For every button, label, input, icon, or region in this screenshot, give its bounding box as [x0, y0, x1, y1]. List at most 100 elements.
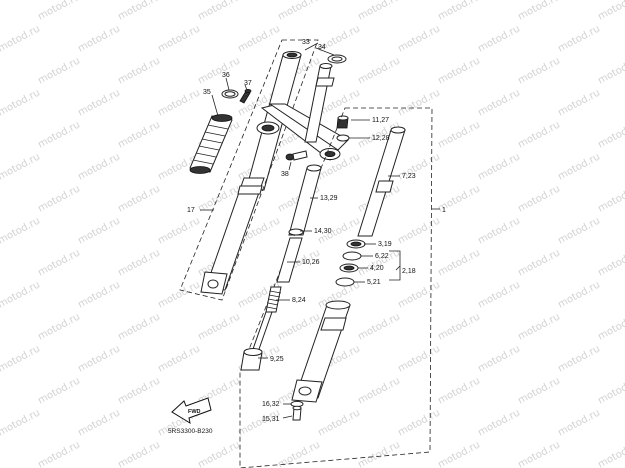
bolt-11-27 [336, 115, 349, 129]
svg-text:motod.ru: motod.ru [596, 55, 625, 86]
svg-text:motod.ru: motod.ru [396, 87, 442, 118]
svg-text:motod.ru: motod.ru [436, 55, 482, 86]
svg-text:motod.ru: motod.ru [0, 55, 2, 86]
svg-text:motod.ru: motod.ru [76, 279, 122, 310]
label-9-25: 9,25 [270, 356, 284, 363]
svg-text:motod.ru: motod.ru [36, 55, 82, 86]
svg-text:motod.ru: motod.ru [156, 87, 202, 118]
spring-8-24 [265, 286, 282, 313]
svg-text:motod.ru: motod.ru [476, 343, 522, 374]
label-35: 35 [203, 89, 211, 96]
svg-text:motod.ru: motod.ru [476, 407, 522, 438]
svg-text:motod.ru: motod.ru [0, 311, 2, 342]
right-leg-outline [239, 107, 433, 468]
leader-lines [200, 42, 440, 419]
right-outer-tube [291, 300, 351, 403]
svg-text:motod.ru: motod.ru [0, 439, 2, 468]
svg-text:motod.ru: motod.ru [236, 407, 282, 438]
svg-text:motod.ru: motod.ru [156, 343, 202, 374]
svg-text:motod.ru: motod.ru [516, 0, 562, 23]
svg-text:motod.ru: motod.ru [596, 375, 625, 406]
svg-text:motod.ru: motod.ru [436, 311, 482, 342]
label-4-20: 4,20 [370, 265, 384, 272]
svg-text:motod.ru: motod.ru [556, 23, 602, 54]
label-11-27: 11,27 [372, 117, 389, 124]
svg-text:motod.ru: motod.ru [436, 247, 482, 278]
band-7-23 [375, 180, 394, 193]
svg-text:motod.ru: motod.ru [556, 215, 602, 246]
svg-text:motod.ru: motod.ru [36, 119, 82, 150]
label-34: 34 [318, 44, 326, 51]
svg-text:motod.ru: motod.ru [196, 439, 242, 468]
front-arrow: FWD [171, 397, 212, 425]
svg-text:motod.ru: motod.ru [356, 0, 402, 23]
svg-text:motod.ru: motod.ru [0, 151, 42, 182]
svg-text:motod.ru: motod.ru [156, 279, 202, 310]
svg-text:motod.ru: motod.ru [76, 407, 122, 438]
svg-text:motod.ru: motod.ru [116, 183, 162, 214]
svg-text:motod.ru: motod.ru [0, 183, 2, 214]
svg-text:motod.ru: motod.ru [76, 343, 122, 374]
svg-text:motod.ru: motod.ru [36, 439, 82, 468]
label-6-22: 6,22 [375, 253, 389, 260]
front-arrow-label: FWD [188, 409, 201, 415]
svg-text:motod.ru: motod.ru [396, 407, 442, 438]
svg-text:motod.ru: motod.ru [556, 87, 602, 118]
svg-text:motod.ru: motod.ru [556, 407, 602, 438]
svg-text:motod.ru: motod.ru [0, 279, 42, 310]
svg-text:motod.ru: motod.ru [156, 215, 202, 246]
svg-text:motod.ru: motod.ru [0, 0, 2, 23]
svg-text:motod.ru: motod.ru [396, 279, 442, 310]
label-7-23: 7,23 [402, 173, 416, 180]
svg-text:motod.ru: motod.ru [436, 0, 482, 23]
svg-text:motod.ru: motod.ru [0, 23, 42, 54]
svg-text:motod.ru: motod.ru [0, 375, 2, 406]
svg-text:motod.ru: motod.ru [516, 119, 562, 150]
svg-text:motod.ru: motod.ru [516, 439, 562, 468]
damper-rod [251, 311, 273, 353]
svg-text:motod.ru: motod.ru [36, 183, 82, 214]
svg-text:motod.ru: motod.ru [476, 151, 522, 182]
svg-text:motod.ru: motod.ru [116, 375, 162, 406]
svg-text:motod.ru: motod.ru [516, 311, 562, 342]
svg-text:motod.ru: motod.ru [76, 87, 122, 118]
svg-text:motod.ru: motod.ru [596, 247, 625, 278]
svg-text:motod.ru: motod.ru [276, 0, 322, 23]
label-38: 38 [281, 171, 289, 178]
svg-text:motod.ru: motod.ru [436, 375, 482, 406]
label-3-19: 3,19 [378, 241, 392, 248]
svg-text:motod.ru: motod.ru [396, 215, 442, 246]
svg-text:motod.ru: motod.ru [596, 0, 625, 23]
label-17: 17 [187, 207, 195, 214]
label-15-31: 15,31 [262, 416, 280, 423]
svg-text:motod.ru: motod.ru [196, 55, 242, 86]
svg-text:motod.ru: motod.ru [596, 439, 625, 468]
svg-text:motod.ru: motod.ru [116, 55, 162, 86]
o-ring-12-28 [336, 134, 350, 142]
svg-text:motod.ru: motod.ru [36, 375, 82, 406]
svg-text:motod.ru: motod.ru [356, 439, 402, 468]
svg-text:motod.ru: motod.ru [36, 0, 82, 23]
svg-text:motod.ru: motod.ru [276, 311, 322, 342]
svg-text:motod.ru: motod.ru [76, 215, 122, 246]
label-5-21: 5,21 [367, 279, 381, 286]
svg-text:motod.ru: motod.ru [516, 55, 562, 86]
svg-text:motod.ru: motod.ru [116, 247, 162, 278]
label-1: 1 [442, 207, 446, 214]
svg-text:motod.ru: motod.ru [116, 119, 162, 150]
label-33: 33 [302, 39, 310, 46]
svg-text:motod.ru: motod.ru [596, 311, 625, 342]
rod-10-26 [276, 237, 303, 283]
svg-text:motod.ru: motod.ru [36, 247, 82, 278]
svg-text:motod.ru: motod.ru [356, 375, 402, 406]
svg-text:motod.ru: motod.ru [0, 247, 2, 278]
svg-text:motod.ru: motod.ru [596, 183, 625, 214]
bolt-38 [285, 150, 308, 161]
svg-text:motod.ru: motod.ru [556, 343, 602, 374]
svg-text:motod.ru: motod.ru [0, 407, 42, 438]
label-10-26: 10,26 [302, 259, 320, 266]
label-36: 36 [222, 72, 230, 79]
diagram-code: 5RS3300-B230 [168, 428, 213, 435]
